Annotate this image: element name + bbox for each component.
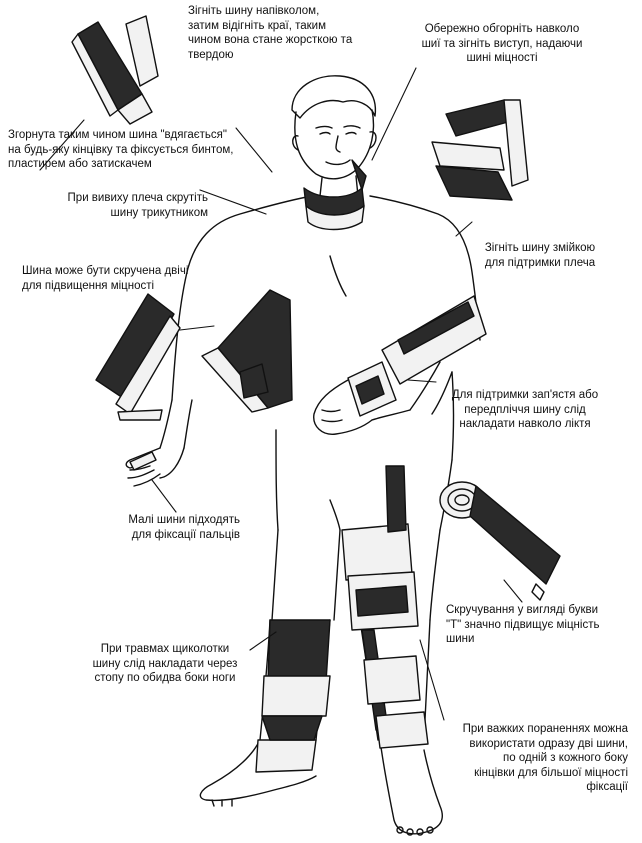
double-twist-splint [95, 293, 181, 421]
leader-lines [39, 67, 523, 721]
caption-t-shape: Скручування у вигляді букви "Т" значно п… [446, 604, 600, 645]
caption-double-twist: Шина може бути скручена двічі для підвищ… [22, 265, 189, 292]
zigzag-splint-top-right [431, 99, 529, 201]
neck-splint [303, 159, 367, 231]
caption-ankle: При травмах щиколотки шину слід накладат… [92, 643, 238, 684]
finger-splint [129, 451, 157, 471]
caption-shoulder-twist: При вивиху плеча скрутіть шину трикутник… [67, 192, 208, 219]
caption-fold-half: Зігніть шину напівколом, затим відігніть… [188, 5, 353, 61]
ankle-splint [255, 619, 331, 773]
caption-two-splints: При важких пораненнях можна використати … [462, 723, 628, 793]
folded-splint-top-left [71, 15, 159, 125]
caption-fingers: Малі шини підходять для фіксації пальців [128, 514, 240, 541]
thigh-splint [341, 465, 429, 749]
caption-zigzag: Зігніть шину змійкою для підтримки плеча [484, 242, 596, 269]
elbow-splint [347, 295, 487, 417]
t-shape-splint [439, 481, 561, 601]
caption-neck: Обережно обгорніть навколо шиї та зігніт… [421, 23, 583, 64]
caption-rolled-limb: Згорнута таким чином шина "вдягається" н… [8, 129, 234, 170]
arm-sling-splint [201, 289, 293, 413]
caption-wrist-elbow: Для підтримки зап'ястя або передпліччя ш… [451, 389, 599, 430]
